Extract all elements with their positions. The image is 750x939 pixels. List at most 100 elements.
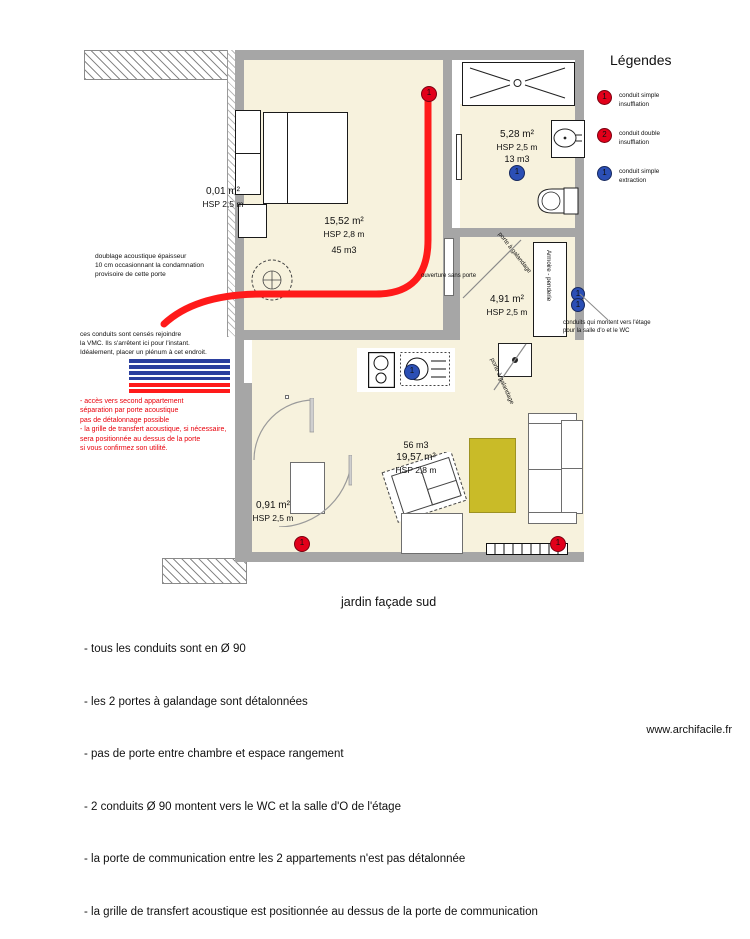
duct-bundle-red-2: [129, 389, 230, 393]
round-table-icon: [251, 259, 293, 301]
duct-red-path: [160, 94, 432, 328]
wall-east-upper: [575, 50, 584, 340]
room-hsp-salle-eau: HSP 2,5 m: [496, 141, 538, 152]
wardrobe-small: [238, 204, 267, 238]
sofa-arm-upper: [561, 420, 583, 471]
room-hsp-sejour: HSP 2,8 m: [395, 464, 437, 475]
footer-url: www.archifacile.fr: [646, 724, 732, 736]
dining-set-icon: [381, 452, 468, 523]
wall-bath-south: [452, 228, 584, 237]
washbasin: [551, 120, 585, 158]
door-pocket-lower-icon: [493, 343, 527, 391]
room-volume-chambre: 45 m3: [331, 245, 357, 256]
marker-rangement-extraction-b[interactable]: 1: [571, 298, 585, 312]
room-hsp-rangement: HSP 2,5 m: [486, 306, 528, 317]
wall-hall-vertical: [243, 390, 252, 562]
bottom-note-line: - 2 conduits Ø 90 montent vers le WC et …: [84, 800, 401, 813]
room-area-sejour: 19,57 m²: [396, 452, 436, 463]
room-volume-sejour: 56 m3: [403, 440, 429, 450]
marker-sejour-insufflation[interactable]: 1: [550, 536, 566, 552]
legend-label-conduit-simple-insufflation: conduit simple insufflation: [619, 92, 660, 108]
hatched-wall-top-left: [84, 50, 229, 80]
door-pocket-upper-icon: [462, 239, 522, 299]
wall-mid-horizontal: [235, 330, 584, 340]
marker-sdb-extraction[interactable]: 1: [509, 165, 525, 181]
room-hsp-placard-nord: HSP 2,5 m: [202, 198, 244, 209]
sofa-front: [528, 512, 577, 524]
wall-north: [235, 50, 584, 60]
cooktop-icon: [368, 352, 395, 388]
bottom-note-line: - pas de porte entre chambre et espace r…: [84, 748, 344, 760]
room-area-chambre: 15,52 m²: [324, 216, 364, 227]
legend-label-conduit-double-insufflation: conduit double insufflation: [619, 130, 660, 146]
room-volume-sejour-wrap: 56 m3: [380, 440, 452, 451]
marker-chambre-insufflation[interactable]: 1: [421, 86, 437, 102]
washbasin-icon: [553, 128, 582, 148]
nightstand-upper: [235, 110, 261, 154]
window-south: [486, 543, 568, 555]
label-jardin-facade-sud: jardin façade sud: [341, 595, 437, 609]
door-living-swing: [278, 455, 352, 527]
room-hsp-chambre: HSP 2,8 m: [323, 228, 365, 239]
duct-bundle-blue-4: [129, 377, 230, 380]
duct-bundle-blue-1: [129, 359, 230, 363]
wall-storage-west: [452, 237, 460, 340]
floor-plan-canvas: Armoire - penderie: [80, 50, 651, 584]
wardrobe-penderie: [533, 242, 567, 337]
wall-bedroom-east: [443, 50, 452, 340]
legend-title: Légendes: [610, 52, 672, 68]
duct-bundle-blue-2: [129, 365, 230, 369]
room-volume-salle-eau: 13 m3: [504, 154, 530, 165]
toilet-icon: [537, 187, 579, 215]
room-label-degagement: 0,91 m² HSP 2,5 m: [237, 500, 309, 523]
room-label-rangement: 4,91 m² HSP 2,5 m: [469, 294, 545, 317]
bottom-note-line: - tous les conduits sont en Ø 90: [84, 643, 246, 655]
shower-drain-icon: [469, 67, 566, 99]
sofa-seat-upper: [528, 423, 564, 471]
ceiling-light-icon: [498, 343, 532, 377]
hatched-wall-bottom-left: [162, 558, 247, 584]
legend-marker-blue-single: 1: [597, 166, 612, 181]
annotation-ouverture-sans-porte: ouverture sans porte: [421, 273, 477, 279]
room-label-chambre: 15,52 m² HSP 2,8 m 45 m3: [299, 216, 389, 256]
wardrobe-penderie-label: Armoire - penderie: [545, 250, 552, 302]
room-area-placard-nord: 0,01 m²: [206, 186, 240, 197]
room-area-degagement: 0,91 m²: [256, 500, 290, 511]
nightstand-lower: [235, 153, 261, 195]
room-area-salle-eau: 5,28 m²: [500, 129, 534, 140]
room-hsp-degagement: HSP 2,5 m: [252, 512, 294, 523]
annotation-conduits-etage: conduits qui montent vers l'étage pour l…: [563, 320, 651, 334]
marker-degagement-insufflation[interactable]: 1: [294, 536, 310, 552]
legend-marker-red-double: 2: [597, 128, 612, 143]
lower-cabinet: [401, 513, 463, 554]
wall-west-lower: [235, 330, 244, 562]
bed-pillow-area: [263, 112, 288, 204]
marker-cuisine-extraction[interactable]: 1: [404, 364, 420, 380]
door-opening-bedroom-east: [444, 238, 454, 296]
leader-line-conduits: [579, 293, 609, 321]
annotation-doublage: doublage acoustique épaisseur 10 cm occa…: [95, 253, 204, 278]
duct-bundle-blue-3: [129, 371, 230, 375]
bottom-note-line: - les 2 portes à galandage sont détalonn…: [84, 695, 308, 708]
sofa-seat-lower: [528, 469, 564, 514]
annotation-vmc: ces conduits sont censés rejoindre la VM…: [80, 331, 207, 356]
room-label-placard-nord: 0,01 m² HSP 2,5 m: [182, 186, 264, 209]
room-label-salle-eau: 5,28 m² HSP 2,5 m 13 m3: [472, 129, 562, 165]
bottom-note-line: - la grille de transfert acoustique est …: [84, 905, 538, 918]
bottom-notes-list: - tous les conduits sont en Ø 90 - les 2…: [84, 606, 538, 939]
legend-label-conduit-simple-extraction: conduit simple extraction: [619, 168, 660, 184]
legend-marker-red-single: 1: [597, 90, 612, 105]
sofa-arm-lower: [561, 468, 583, 514]
shower-tray: [462, 62, 575, 106]
room-area-rangement: 4,91 m²: [490, 294, 524, 305]
room-label-sejour: 19,57 m² HSP 2,8 m: [378, 452, 454, 475]
wall-west-upper: [235, 50, 244, 340]
hall-cabinet: [290, 462, 325, 514]
wall-south: [235, 552, 584, 562]
door-hall-swing: [253, 398, 314, 460]
annotation-acces-second-appartement: - accès vers second appartement séparati…: [80, 398, 227, 453]
living-rug: [469, 438, 516, 513]
hall-cabinet-upper: [285, 395, 289, 399]
bottom-note-line: - la porte de communication entre les 2 …: [84, 853, 466, 865]
opening-slot-bathroom: [456, 134, 462, 180]
